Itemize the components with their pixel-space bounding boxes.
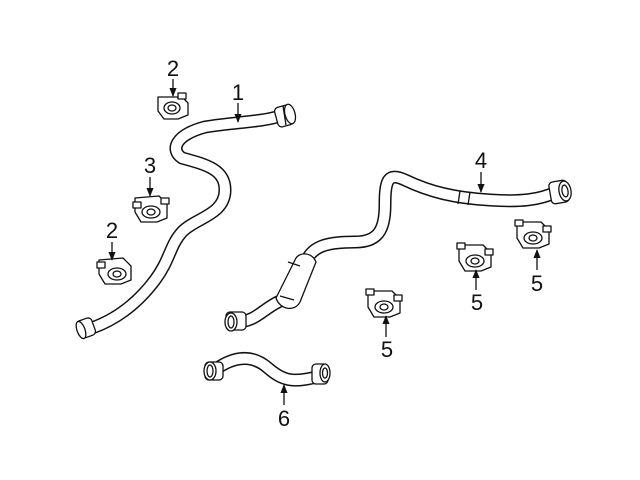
- callout-2-lower-label: 2: [106, 218, 118, 243]
- callout-5-right-label: 5: [531, 271, 543, 296]
- hose-4-valve-body: [275, 253, 317, 309]
- clamp-part-5-right: [514, 219, 552, 249]
- hose-4-collar-line: [467, 191, 471, 206]
- callout-6-label: 6: [278, 406, 290, 431]
- callout-2-upper-label: 2: [167, 56, 179, 81]
- hose-4-end-fitting-left: [224, 311, 247, 332]
- clamp-part-5-center: [365, 288, 403, 318]
- callout-3-label: 3: [144, 153, 156, 178]
- hose-1-end-fitting-right: [273, 103, 297, 128]
- callout-1-label: 1: [232, 80, 244, 105]
- hose-6-end-fitting-right: [311, 363, 331, 385]
- hose-part-4: [224, 170, 572, 332]
- callout-5-center-label: 5: [381, 337, 393, 362]
- callout-5-middle-label: 5: [471, 290, 483, 315]
- hose-part-1: [75, 103, 297, 340]
- hose-6-end-fitting-left: [203, 361, 224, 381]
- hose-1-end-fitting-left: [75, 317, 97, 340]
- clamp-part-2-upper: [157, 92, 189, 120]
- hose-part-6: [203, 351, 331, 387]
- callout-4-label: 4: [475, 148, 487, 173]
- clamp-part-3: [132, 195, 170, 223]
- clamp-part-2-lower: [96, 257, 132, 285]
- clamp-part-5-middle: [456, 242, 494, 272]
- hose-4-end-fitting-right: [548, 179, 572, 205]
- hose-4-collar-line: [457, 190, 461, 205]
